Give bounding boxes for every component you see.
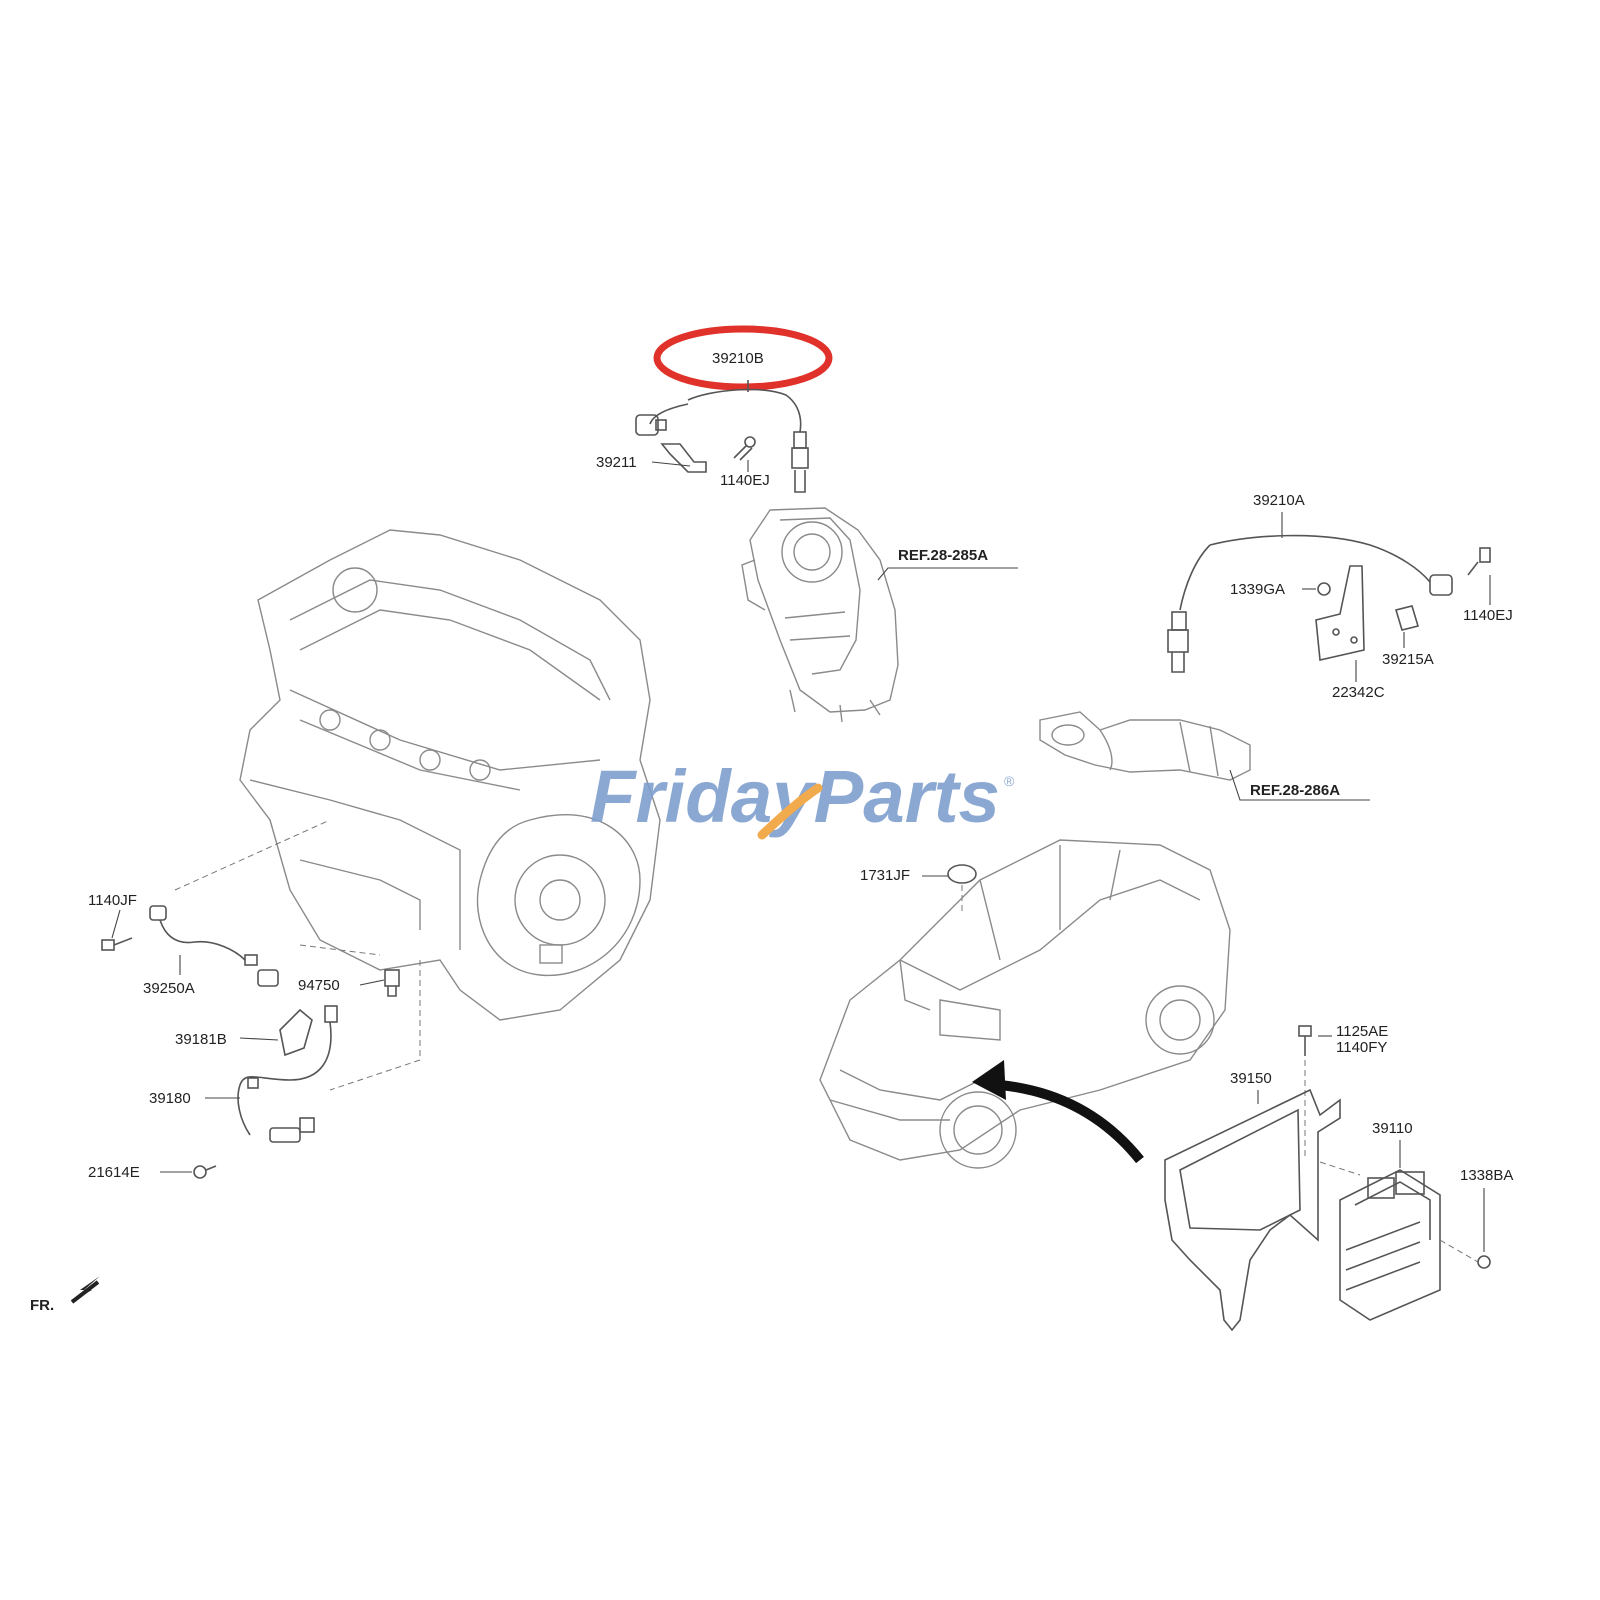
o2-sensor-39210A-icon [1167, 534, 1453, 673]
label-22342C[interactable]: 22342C [1332, 684, 1385, 701]
watermark-registered: ® [1004, 773, 1015, 789]
label-39110[interactable]: 39110 [1372, 1120, 1413, 1137]
vehicle-suv-icon [819, 839, 1231, 1169]
bolt-1140EJ-right-icon [1467, 547, 1491, 576]
leader-1140JF [111, 909, 121, 939]
watermark-text: FridayParts [590, 755, 1000, 838]
nut-1338BA-icon [1477, 1255, 1491, 1269]
ecu-bracket-39150-icon [1164, 1088, 1341, 1332]
label-39210A[interactable]: 39210A [1253, 492, 1305, 509]
label-39250A[interactable]: 39250A [143, 980, 195, 997]
fridayparts-watermark: FridayParts ® [590, 755, 1015, 840]
label-21614E[interactable]: 21614E [88, 1164, 140, 1181]
sensor-94750-icon [384, 969, 400, 997]
highlight-ring [653, 325, 833, 391]
bolt-1125AE-icon [1298, 1025, 1312, 1056]
leader-39211 [651, 461, 691, 467]
bracket-22342C-icon [1315, 565, 1365, 661]
label-39210B[interactable]: 39210B [712, 350, 764, 367]
label-1731JF[interactable]: 1731JF [860, 867, 910, 884]
bracket-39181B-icon [279, 1008, 313, 1057]
label-39181B[interactable]: 39181B [175, 1031, 227, 1048]
label-ref-285A[interactable]: REF.28-285A [898, 547, 988, 564]
clip-39215A-icon [1394, 605, 1420, 631]
label-1140FY[interactable]: 1140FY [1336, 1039, 1387, 1056]
front-direction-arrow-icon [70, 1276, 100, 1304]
leader-94750 [359, 979, 385, 986]
label-fr: FR. [30, 1297, 54, 1314]
bolt-21614E-icon [193, 1165, 217, 1179]
label-1140EJ-right[interactable]: 1140EJ [1463, 607, 1513, 624]
label-39150[interactable]: 39150 [1230, 1070, 1272, 1087]
engine-block-icon [239, 529, 661, 1021]
label-1339GA[interactable]: 1339GA [1230, 581, 1285, 598]
label-39211[interactable]: 39211 [596, 454, 637, 471]
location-pointer-arrow-icon [972, 1060, 1144, 1164]
label-94750[interactable]: 94750 [298, 977, 340, 994]
dashed-guide-nut [1439, 1239, 1479, 1263]
dashed-guide-1 [174, 819, 331, 891]
nut-1339GA-icon [1317, 582, 1331, 596]
bracket-39211-icon [660, 443, 707, 473]
label-ref-286A[interactable]: REF.28-286A [1250, 782, 1340, 799]
label-39180[interactable]: 39180 [149, 1090, 191, 1107]
leader-ref-285A [877, 567, 1018, 581]
catalytic-converter-front-icon [741, 507, 899, 723]
dashed-guide-2 [299, 944, 381, 956]
label-39215A[interactable]: 39215A [1382, 651, 1434, 668]
bolt-1140JF-icon [101, 937, 133, 951]
catalytic-converter-rear-icon [1039, 711, 1251, 781]
watermark-swoosh-icon [757, 783, 823, 840]
sensor-39250A-icon [149, 905, 279, 987]
o2-sensor-39210B-icon [635, 380, 809, 493]
leader-39181B [239, 1037, 279, 1041]
label-1125AE[interactable]: 1125AE [1336, 1023, 1388, 1040]
label-1140JF[interactable]: 1140JF [88, 892, 137, 909]
plug-1731JF-icon [947, 864, 977, 884]
label-1140EJ-top[interactable]: 1140EJ [720, 472, 770, 489]
dashed-guide-ecu [1319, 1161, 1361, 1176]
dashed-guide-3 [329, 960, 421, 1091]
label-1338BA[interactable]: 1338BA [1460, 1167, 1513, 1184]
leader-ref-286A [1229, 769, 1370, 801]
sensor-39180-icon [237, 1005, 338, 1143]
bolt-1140EJ-top-icon [733, 436, 756, 461]
ecu-module-39110-icon [1339, 1169, 1441, 1321]
